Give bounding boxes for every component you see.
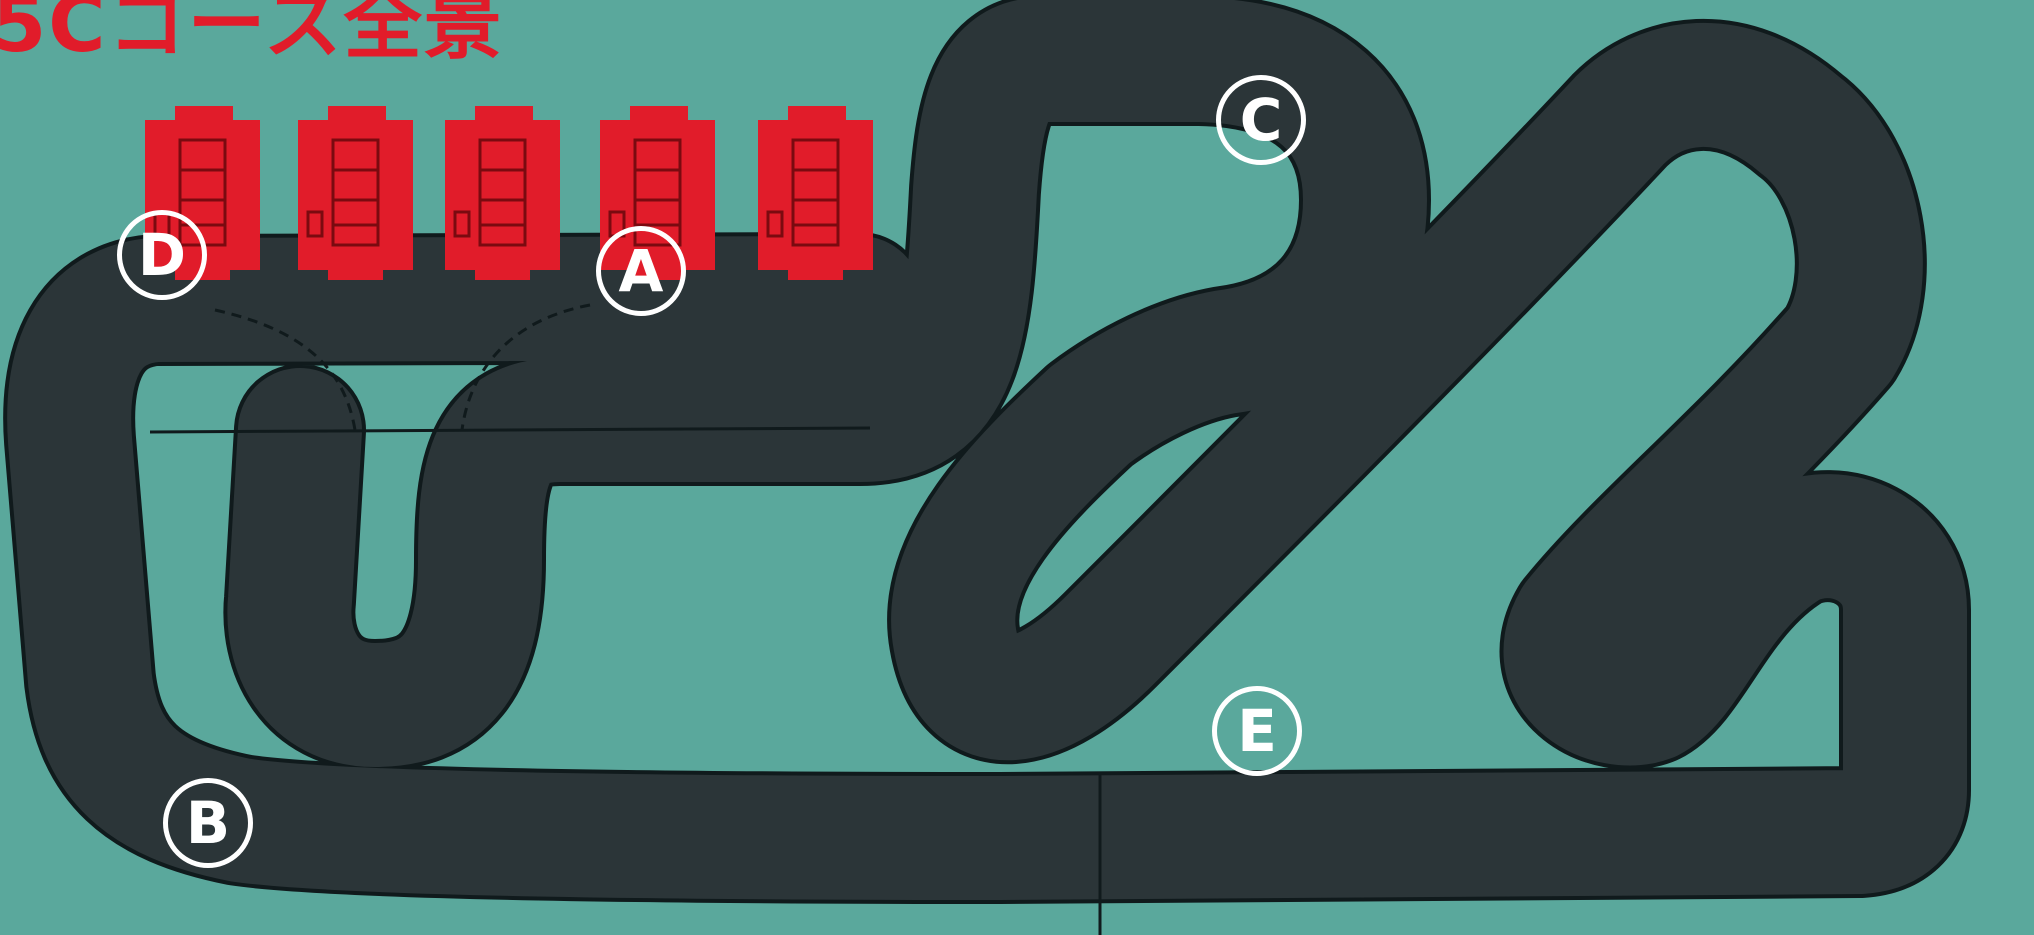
- pit-exit-dashed-line: [460, 303, 591, 431]
- pit-building-window: [766, 210, 784, 238]
- pit-building-roof: [328, 106, 386, 134]
- pit-building-frame: [791, 138, 840, 247]
- pit-building-window: [306, 210, 324, 238]
- pit-building-window: [453, 210, 471, 238]
- pit-divider-line: [149, 426, 871, 434]
- pit-building: [298, 120, 413, 270]
- pit-lane-dashed-lines: [214, 303, 591, 431]
- pit-building-base: [788, 262, 843, 280]
- pit-building: [445, 120, 560, 270]
- track-divider-lines: [149, 426, 1102, 935]
- pit-building-frame: [478, 138, 527, 247]
- track: [3, 0, 1971, 904]
- page-title: 5Cコース全景: [0, 0, 504, 70]
- pit-building-roof: [788, 106, 846, 134]
- pit-building-roof: [175, 106, 233, 134]
- pit-building-base: [328, 262, 383, 280]
- pit-building-base: [475, 262, 530, 280]
- pit-entry-dashed-line: [214, 308, 357, 431]
- marker-e: E: [1212, 686, 1302, 776]
- pit-building: [758, 120, 873, 270]
- marker-d: D: [117, 210, 207, 300]
- pit-buildings: [145, 106, 873, 280]
- marker-a: A: [596, 226, 686, 316]
- pit-building-frame: [331, 138, 380, 247]
- pit-building-roof: [475, 106, 533, 134]
- track-surface: [7, 0, 1967, 900]
- marker-c: C: [1216, 75, 1306, 165]
- marker-b: B: [163, 778, 253, 868]
- pit-building-roof: [630, 106, 688, 134]
